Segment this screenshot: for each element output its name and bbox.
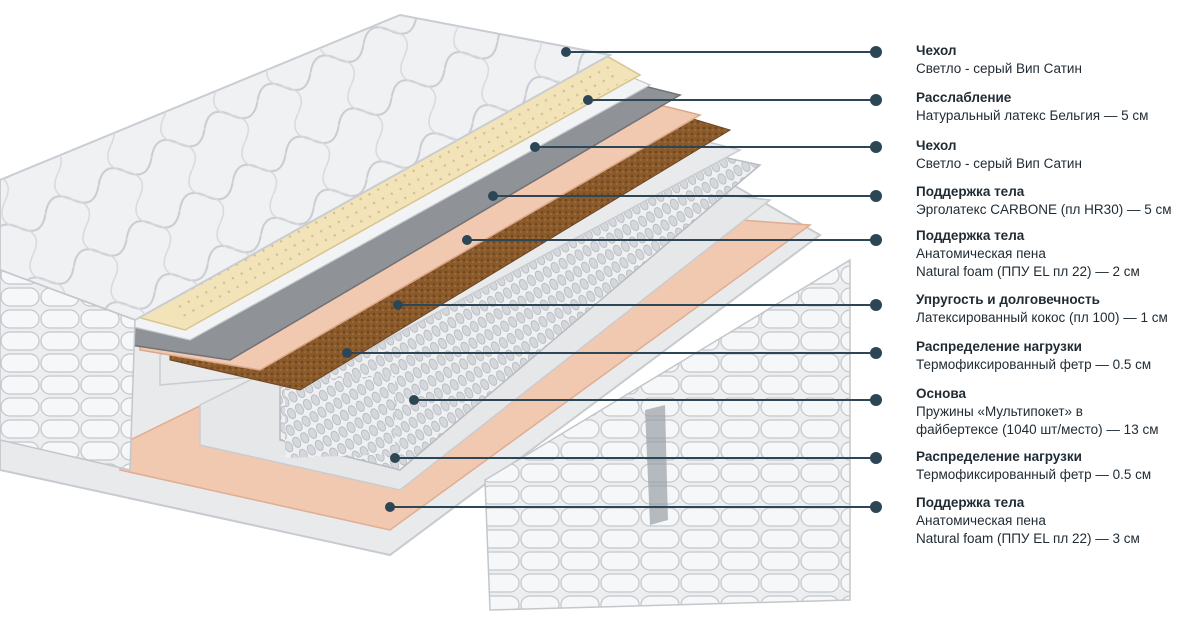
leader-dot	[488, 191, 498, 201]
leader-dot	[870, 234, 882, 246]
leader-dot	[393, 300, 403, 310]
layer-title: Распределение нагрузки	[916, 339, 1082, 354]
leader-dot	[870, 190, 882, 202]
layer-description: Светло - серый Вип Сатин	[916, 156, 1082, 171]
leader-dot	[342, 348, 352, 358]
leader-dot	[390, 453, 400, 463]
leader-dot	[462, 235, 472, 245]
layer-description: Анатомическая пена Natural foam (ППУ EL …	[916, 513, 1140, 546]
leader-dot	[561, 47, 571, 57]
layer-description: Светло - серый Вип Сатин	[916, 61, 1082, 76]
leader-dot	[385, 502, 395, 512]
layer-title: Расслабление	[916, 90, 1012, 105]
layer-description: Термофиксированный фетр — 0.5 см	[916, 357, 1152, 372]
layer-title: Основа	[916, 386, 967, 401]
leader-dot	[870, 141, 882, 153]
layer-description: Пружины «Мультипокет» в файбертексе (104…	[916, 404, 1159, 437]
layer-title: Поддержка тела	[916, 184, 1025, 199]
side-panel-right	[484, 258, 851, 611]
leader-lines	[342, 46, 882, 513]
layer-title: Упругость и долговечность	[916, 292, 1100, 307]
layer-description: Латексированный кокос (пл 100) — 1 см	[916, 310, 1168, 325]
layer-description: Эрголатекс CARBONE (пл HR30) — 5 см	[916, 202, 1172, 217]
leader-dot	[583, 95, 593, 105]
leader-dot	[870, 501, 882, 513]
leader-dot	[870, 394, 882, 406]
leader-dot	[530, 142, 540, 152]
leader-dot	[870, 299, 882, 311]
layer-description: Натуральный латекс Бельгия — 5 см	[916, 108, 1149, 123]
layer-description: Анатомическая пена Natural foam (ППУ EL …	[916, 246, 1140, 279]
layer-title: Распределение нагрузки	[916, 449, 1082, 464]
leader-dot	[870, 452, 882, 464]
leader-dot	[870, 94, 882, 106]
side-border-left	[0, 269, 136, 471]
layer-title: Поддержка тела	[916, 495, 1025, 510]
leader-dot	[409, 395, 419, 405]
side-panel-strap	[645, 405, 668, 525]
layer-title: Поддержка тела	[916, 228, 1025, 243]
leader-dot	[870, 347, 882, 359]
leader-dot	[870, 46, 882, 58]
layer-description: Термофиксированный фетр — 0.5 см	[916, 467, 1152, 482]
layer-title: Чехол	[916, 43, 957, 58]
spring-block-front	[285, 376, 395, 459]
layer-title: Чехол	[916, 138, 957, 153]
